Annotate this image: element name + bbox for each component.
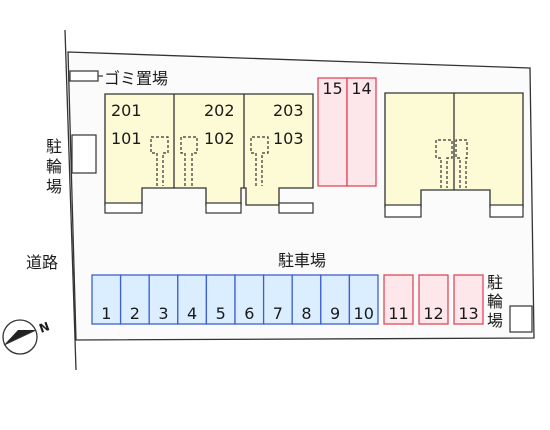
parking-space-14-label: 14 <box>351 79 371 98</box>
garbage-label: ゴミ置場 <box>104 69 168 88</box>
parking-space-5-label: 5 <box>216 304 226 323</box>
parking-space-3 <box>148 274 179 325</box>
parking-space-4-label: 4 <box>187 304 197 323</box>
building-left <box>104 93 314 214</box>
parking-space-15 <box>317 77 348 187</box>
parking-space-2-label: 2 <box>130 304 140 323</box>
parking-space-11-label: 11 <box>388 304 408 323</box>
north-arrow-icon <box>2 319 38 355</box>
road-label: 道路 <box>26 253 58 272</box>
unit-101-label: 101 <box>111 129 142 148</box>
parking-space-13-label: 13 <box>458 304 478 323</box>
svg-text:駐輪場: 駐輪場 <box>46 137 62 196</box>
parking-space-8 <box>291 274 322 325</box>
parking-space-5 <box>205 274 236 325</box>
north-label: N <box>37 319 51 336</box>
parking-space-4 <box>177 274 208 325</box>
unit-103-label: 103 <box>273 129 304 148</box>
bike-parking-left-label: 駐輪場 <box>46 137 62 196</box>
parking-space-12-label: 12 <box>423 304 443 323</box>
parking-space-11 <box>383 274 414 325</box>
parking-space-9 <box>320 274 351 325</box>
bike-parking-left <box>71 134 97 174</box>
unit-203-label: 203 <box>273 101 304 120</box>
parking-space-7-label: 7 <box>273 304 283 323</box>
parking-space-8-label: 8 <box>301 304 311 323</box>
parking-space-2 <box>119 274 150 325</box>
parking-label: 駐車場 <box>278 251 326 270</box>
parking-space-12 <box>418 274 449 325</box>
parking-row-red: 11 12 13 <box>383 274 484 325</box>
parking-space-3-label: 3 <box>158 304 168 323</box>
road-boundary-line <box>64 29 77 371</box>
svg-text:駐輪場: 駐輪場 <box>487 273 503 330</box>
parking-space-10 <box>348 274 379 325</box>
parking-space-6-label: 6 <box>244 304 254 323</box>
garbage-area <box>69 70 99 82</box>
bike-parking-right-label: 駐輪場 <box>487 273 503 330</box>
parking-space-14 <box>346 77 377 187</box>
unit-202-label: 202 <box>204 101 235 120</box>
unit-201-label: 201 <box>111 101 142 120</box>
unit-102-label: 102 <box>204 129 235 148</box>
parking-space-1-label: 1 <box>101 304 111 323</box>
parking-space-9-label: 9 <box>330 304 340 323</box>
parking-space-10-label: 10 <box>354 304 374 323</box>
building-right <box>384 92 524 218</box>
parking-space-15-label: 15 <box>322 79 342 98</box>
parking-space-1 <box>91 274 122 325</box>
parking-space-13 <box>453 274 484 325</box>
bike-parking-right <box>509 305 533 333</box>
